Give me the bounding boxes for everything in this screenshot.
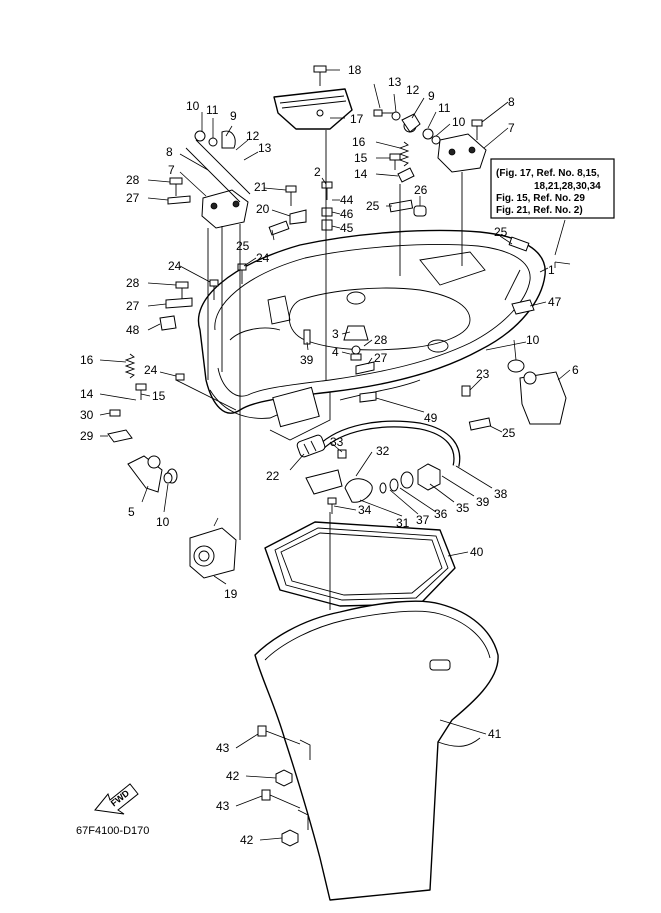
diagram-code: 67F4100-D170 [76, 825, 149, 837]
callout-23: 23 [476, 367, 490, 381]
note-line-3: Fig. 15, Ref. No. 29 [496, 193, 585, 204]
leader-lines [99, 69, 571, 841]
callout-40: 40 [470, 545, 484, 559]
callout-27: 27 [374, 351, 388, 365]
small-parts [107, 65, 535, 847]
callout-25: 25 [494, 225, 508, 239]
mount-bracket-right [401, 113, 487, 173]
callout-43: 43 [216, 741, 230, 755]
callout-37: 37 [416, 513, 430, 527]
callout-22: 22 [266, 469, 280, 483]
callout-25: 25 [366, 199, 380, 213]
callout-7: 7 [508, 121, 515, 135]
part-19 [189, 517, 237, 579]
callout-13: 13 [388, 75, 402, 89]
callout-35: 35 [456, 501, 470, 515]
callout-15: 15 [152, 389, 166, 403]
callout-27: 27 [126, 191, 140, 205]
callout-17: 17 [350, 112, 364, 126]
callout-43: 43 [216, 799, 230, 813]
callout-32: 32 [376, 444, 390, 458]
callout-39: 39 [476, 495, 490, 509]
callout-42: 42 [240, 833, 254, 847]
callout-28: 28 [126, 173, 140, 187]
handle-cover [273, 88, 353, 130]
callout-12: 12 [246, 129, 260, 143]
callout-16: 16 [80, 353, 94, 367]
callout-14: 14 [80, 387, 94, 401]
callout-10: 10 [186, 99, 200, 113]
callout-16: 16 [352, 135, 366, 149]
callout-34: 34 [358, 503, 372, 517]
callout-29: 29 [80, 429, 94, 443]
callout-19: 19 [224, 587, 238, 601]
callout-18: 18 [348, 63, 362, 77]
callout-48: 48 [126, 323, 140, 337]
callout-28: 28 [126, 276, 140, 290]
callout-31: 31 [396, 516, 410, 530]
callout-15: 15 [354, 151, 368, 165]
callout-5: 5 [128, 505, 135, 519]
lever-6 [507, 359, 567, 425]
callout-9: 9 [428, 89, 435, 103]
callout-13: 13 [258, 141, 272, 155]
callout-1: 1 [548, 263, 555, 277]
callout-12: 12 [406, 83, 420, 97]
note-line-4: Fig. 21, Ref. No. 2) [496, 205, 583, 216]
fwd-arrow: FWD [94, 783, 139, 815]
callout-8: 8 [166, 145, 173, 159]
callout-28: 28 [374, 333, 388, 347]
callout-24: 24 [168, 259, 182, 273]
hose [317, 420, 461, 467]
callout-24: 24 [256, 251, 270, 265]
callout-44: 44 [340, 193, 354, 207]
callout-27: 27 [126, 299, 140, 313]
note-line-2: 18,21,28,30,34 [534, 181, 601, 192]
reference-note-box: (Fig. 17, Ref. No. 8,15, 18,21,28,30,34 … [490, 158, 615, 268]
grommet-22 [296, 434, 326, 458]
callout-26: 26 [414, 183, 428, 197]
callout-42: 42 [226, 769, 240, 783]
callout-25: 25 [502, 426, 516, 440]
callout-11: 11 [438, 101, 451, 115]
callout-46: 46 [340, 207, 354, 221]
callout-10: 10 [526, 333, 540, 347]
callout-11: 11 [206, 103, 219, 117]
lower-cover-41 [254, 600, 499, 901]
callout-6: 6 [572, 363, 579, 377]
callout-45: 45 [340, 221, 354, 235]
callout-30: 30 [80, 408, 94, 422]
mount-bracket-left [185, 130, 251, 229]
callout-9: 9 [230, 109, 237, 123]
note-line-1: (Fig. 17, Ref. No. 8,15, [496, 168, 600, 179]
callout-24: 24 [144, 363, 158, 377]
bottom-cowling [197, 229, 546, 441]
callout-33: 33 [330, 435, 344, 449]
callout-49: 49 [424, 411, 438, 425]
callout-39: 39 [300, 353, 314, 367]
callout-10: 10 [156, 515, 170, 529]
callout-7: 7 [168, 163, 175, 177]
callout-47: 47 [548, 295, 562, 309]
callout-10: 10 [452, 115, 466, 129]
fittings [305, 463, 441, 503]
callout-38: 38 [494, 487, 508, 501]
callout-3: 3 [332, 327, 339, 341]
callout-2: 2 [314, 165, 321, 179]
callout-4: 4 [332, 345, 339, 359]
callout-14: 14 [354, 167, 368, 181]
callout-36: 36 [434, 507, 448, 521]
callout-25: 25 [236, 239, 250, 253]
callout-labels: 18 17 10 11 9 12 13 8 7 28 27 21 20 25 2… [80, 63, 579, 847]
callout-8: 8 [508, 95, 515, 109]
seal-40 [264, 521, 456, 607]
callout-41: 41 [488, 727, 502, 741]
callout-21: 21 [254, 180, 268, 194]
callout-20: 20 [256, 202, 270, 216]
